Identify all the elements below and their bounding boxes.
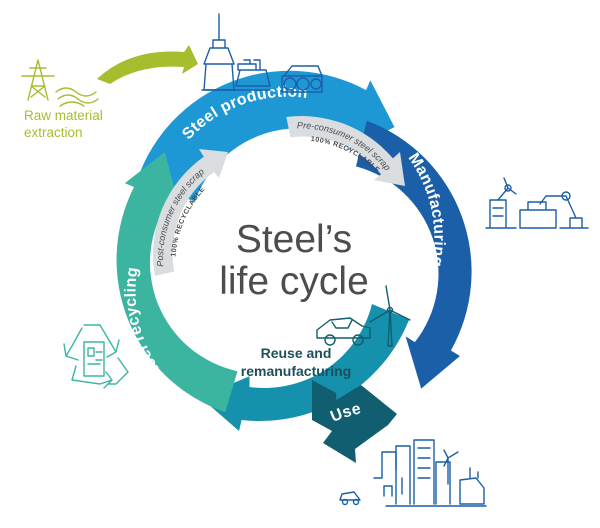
title-line-1: Steel’s [236, 218, 352, 261]
use-segment [200, 304, 410, 431]
raw-material-label-line-2: extraction [24, 125, 83, 140]
raw-material-arrow [97, 45, 198, 84]
wind-turbine-icon [369, 285, 411, 347]
car-icon [316, 317, 371, 346]
title-line-2: life cycle [219, 260, 369, 303]
pre-consumer-scrap-arrow [286, 116, 405, 186]
reuse-label-line-1: Reuse and [261, 345, 332, 361]
power-pylon-icon [21, 59, 99, 107]
post-consumer-scrap-arrow [153, 149, 228, 276]
manufacturing-segment [356, 120, 472, 389]
raw-material-label-line-1: Raw material [24, 108, 103, 123]
city-skyline-icon [339, 439, 487, 507]
steel-coils-icon [281, 65, 323, 93]
reuse-label-line-2: remanufacturing [241, 363, 351, 379]
steel-recycling-segment [116, 152, 238, 413]
steel-plant-icon [201, 13, 271, 91]
use-reuse-branch [312, 380, 397, 463]
recycling-symbol-icon [63, 324, 129, 389]
robot-arm-icon [485, 177, 589, 229]
